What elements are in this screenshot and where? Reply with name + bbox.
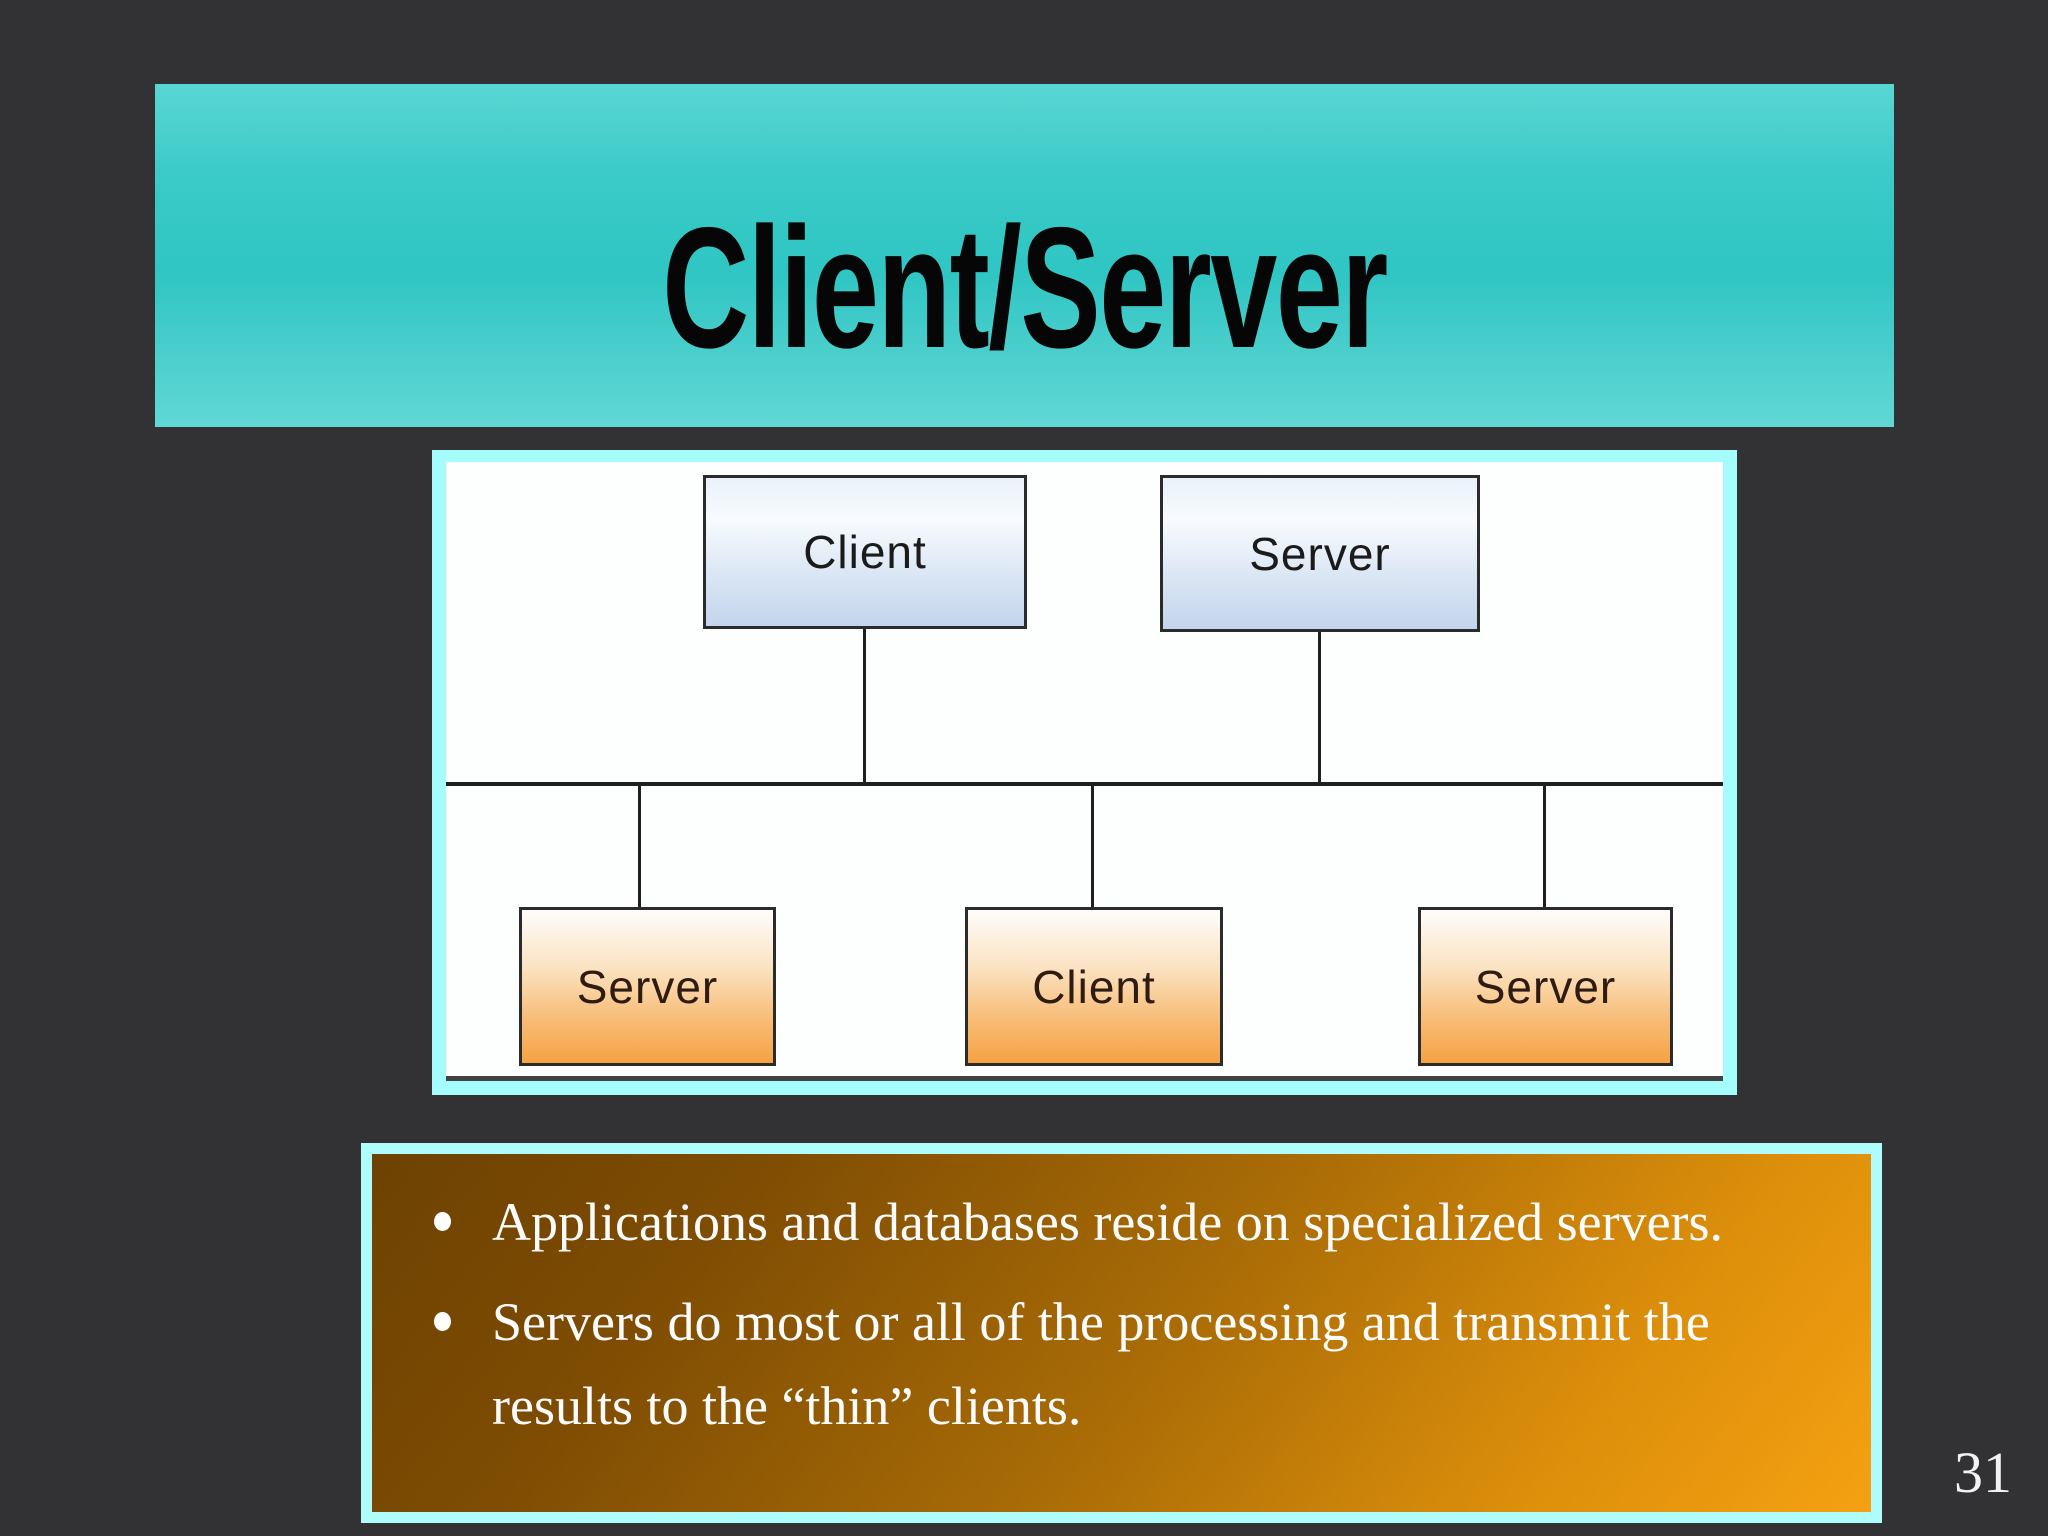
client-node-bottom: Client: [965, 907, 1223, 1066]
client-node-top: Client: [703, 475, 1027, 629]
list-item: Servers do most or all of the processing…: [428, 1280, 1831, 1448]
bullet-dot-icon: [434, 1312, 451, 1331]
connector-line-server-top: [1318, 632, 1321, 784]
network-bus-line: [446, 782, 1723, 786]
connector-line-server-bottom-left: [638, 784, 641, 907]
client-node-top-label: Client: [803, 526, 927, 578]
page-number: 31: [1954, 1440, 2012, 1505]
bullet-panel-body: Applications and databases reside on spe…: [372, 1154, 1871, 1512]
server-node-bottom-right: Server: [1418, 907, 1673, 1066]
bullet-text: Servers do most or all of the processing…: [492, 1292, 1710, 1436]
bullet-dot-icon: [434, 1212, 451, 1231]
connector-line-server-bottom-right: [1543, 784, 1546, 907]
connector-line-client-bottom: [1091, 784, 1094, 907]
server-node-bottom-left: Server: [519, 907, 776, 1066]
list-item: Applications and databases reside on spe…: [428, 1180, 1831, 1264]
server-node-top-label: Server: [1249, 527, 1391, 580]
bullet-text: Applications and databases reside on spe…: [492, 1192, 1724, 1252]
title-banner: Client/Server: [155, 84, 1894, 427]
connector-line-client-top: [863, 629, 866, 784]
bullet-panel: Applications and databases reside on spe…: [361, 1143, 1882, 1523]
server-node-bottom-left-label: Server: [576, 960, 719, 1013]
server-node-bottom-right-label: Server: [1474, 960, 1617, 1013]
diagram-canvas: Client Server Server Client Server: [446, 462, 1723, 1081]
diagram-panel: Client Server Server Client Server: [432, 450, 1737, 1095]
page-title: Client/Server: [662, 192, 1388, 384]
bullet-list: Applications and databases reside on spe…: [428, 1180, 1831, 1448]
server-node-top: Server: [1160, 475, 1480, 632]
client-node-bottom-label: Client: [1032, 960, 1156, 1013]
